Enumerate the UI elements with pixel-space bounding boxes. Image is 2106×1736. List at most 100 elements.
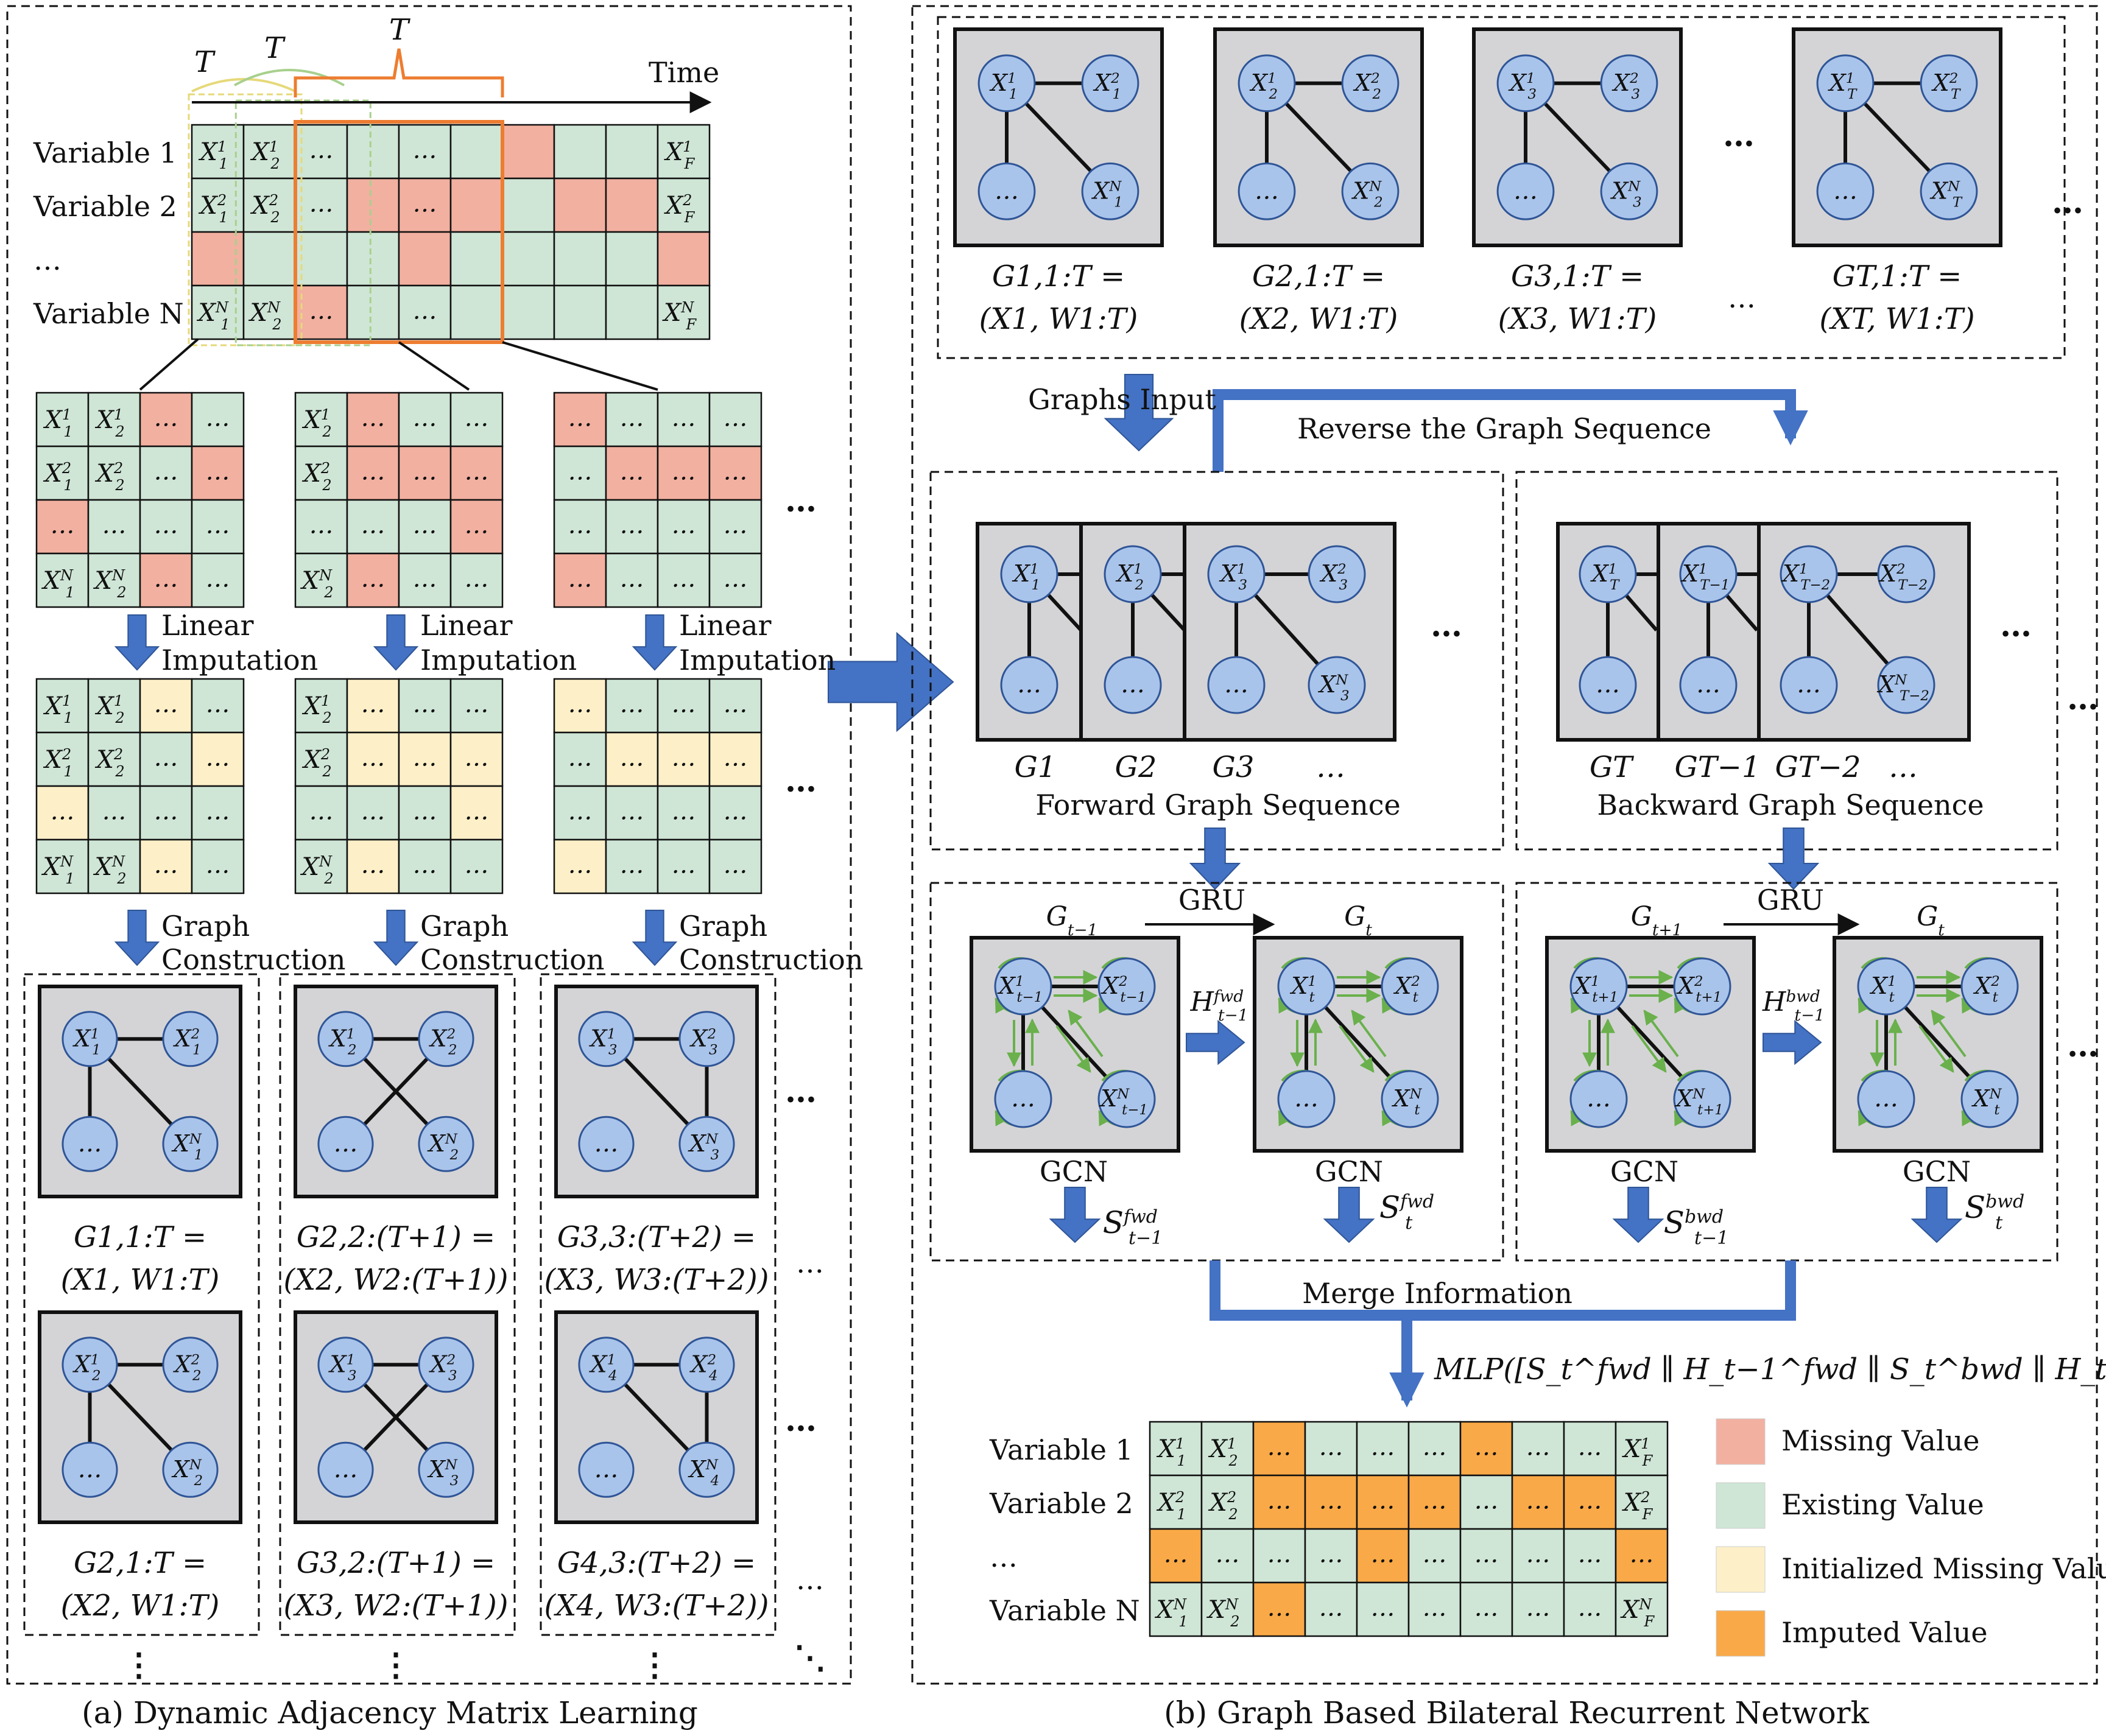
- time-matrix-cell: [657, 231, 711, 287]
- graph-node: [317, 1011, 374, 1067]
- imputed-matrix-1-cell: [346, 731, 400, 787]
- cell-ellipsis: …: [413, 798, 437, 826]
- imputed-matrix-1-cell: [449, 678, 504, 734]
- imputed-matrix-2-cell: [605, 731, 659, 787]
- cell-ellipsis: …: [1630, 1541, 1654, 1569]
- node-ellipsis: …: [995, 177, 1019, 205]
- cell-ellipsis: …: [1423, 1433, 1447, 1461]
- construction-label-1: Graph: [679, 910, 767, 943]
- ellipsis-a2: …: [785, 762, 817, 799]
- window-matrix-1-cell: [449, 445, 504, 501]
- cell-ellipsis: …: [102, 511, 127, 539]
- backward-sequence-frame: [1515, 471, 2058, 851]
- cell-ellipsis: …: [413, 404, 437, 432]
- graph-node: [1857, 1070, 1915, 1128]
- imputation-label-1: Linear: [420, 609, 513, 642]
- graph-node: [1081, 54, 1139, 113]
- graph-node: [1877, 656, 1935, 714]
- construction-label-2: Construction: [161, 943, 346, 976]
- graph-caption-a-5-1: G4,3:(T+2) =: [557, 1546, 756, 1580]
- merge-path: [1210, 1260, 1796, 1321]
- cell-ellipsis: …: [361, 851, 386, 879]
- graph-column-0: [23, 973, 260, 1636]
- graph-node: [162, 1441, 219, 1498]
- legend-label-existing: Existing Value: [1781, 1488, 1984, 1521]
- output-matrix-cell: [1200, 1528, 1255, 1584]
- ellipsis-a3: …: [785, 1073, 817, 1110]
- ellipsis-b3: …: [2052, 184, 2083, 221]
- node-ellipsis: …: [594, 1130, 619, 1158]
- window-matrix-1-cell: [346, 552, 400, 608]
- graph-node: [418, 1337, 474, 1393]
- graph-node: [1857, 957, 1915, 1016]
- imputed-matrix-2-cell: [657, 785, 711, 841]
- hidden-arrow-bwd: [1763, 1019, 1822, 1066]
- cell-ellipsis: …: [1267, 1433, 1292, 1461]
- imputed-matrix-1-cell: [346, 785, 400, 841]
- vdots-2: ⋮: [380, 1646, 412, 1684]
- imputation-label-1: Linear: [161, 609, 254, 642]
- row-label-2: …: [33, 244, 62, 276]
- time-matrix-cell: [449, 284, 504, 340]
- time-matrix-cell: [398, 231, 452, 287]
- cell-ellipsis: …: [568, 404, 593, 432]
- graph-node: [1238, 54, 1296, 113]
- node-ellipsis: …: [1596, 670, 1620, 698]
- window-matrix-1-cell: [398, 499, 452, 555]
- graph-node: [1920, 54, 1978, 113]
- graph-node: [1780, 656, 1838, 714]
- reverse-sequence-label: Reverse the Graph Sequence: [1297, 412, 1711, 445]
- cell-ellipsis: …: [1267, 1487, 1292, 1515]
- imputed-matrix-0-cell: [87, 838, 141, 894]
- cell-ellipsis: …: [672, 565, 696, 593]
- ellipsis-b5: …: [2000, 607, 2032, 644]
- cell-ellipsis: …: [1371, 1433, 1395, 1461]
- time-label: Time: [649, 56, 719, 89]
- forward-label-2: G3: [1213, 750, 1255, 784]
- output-matrix-cell: [1200, 1421, 1255, 1477]
- cell-ellipsis: …: [465, 565, 489, 593]
- time-matrix-cell: [294, 231, 348, 287]
- time-matrix-cell: [346, 124, 400, 180]
- backward-label-3: …: [1889, 750, 1918, 784]
- cell-ellipsis: …: [724, 565, 748, 593]
- vdots-3: ⋮: [639, 1646, 671, 1684]
- time-matrix-cell: [605, 124, 659, 180]
- imputed-matrix-0-cell: [35, 731, 90, 787]
- cell-ellipsis: …: [413, 744, 437, 772]
- forward-sequence-label: Forward Graph Sequence: [1035, 789, 1400, 821]
- output-matrix-cell: [1563, 1474, 1617, 1530]
- window-1: [188, 93, 303, 346]
- cell-ellipsis: …: [413, 565, 437, 593]
- top-caption-2-1: G3,1:T =: [1511, 259, 1644, 293]
- graph-caption-a-1-1: G2,2:(T+1) =: [297, 1220, 496, 1254]
- cell-ellipsis: …: [1423, 1541, 1447, 1569]
- cell-ellipsis: …: [620, 511, 644, 539]
- node-ellipsis: …: [1255, 177, 1279, 205]
- graph-caption-a-4-2: (X3, W2:(T+1)): [284, 1589, 509, 1623]
- graph-node: [578, 1441, 635, 1498]
- graph-node: [1816, 54, 1875, 113]
- output-matrix-cell: [1459, 1421, 1513, 1477]
- gru-graph-label-2: Gt: [1344, 901, 1372, 940]
- backward-sequence-label: Backward Graph Sequence: [1597, 789, 1984, 821]
- imputed-matrix-2-cell: [553, 678, 607, 734]
- time-matrix-cell: [242, 284, 297, 340]
- time-matrix-cell: [449, 124, 504, 180]
- cell-ellipsis: …: [620, 798, 644, 826]
- legend-swatch-initialized: [1716, 1546, 1766, 1593]
- gcn-label-4: GCN: [1903, 1155, 1971, 1188]
